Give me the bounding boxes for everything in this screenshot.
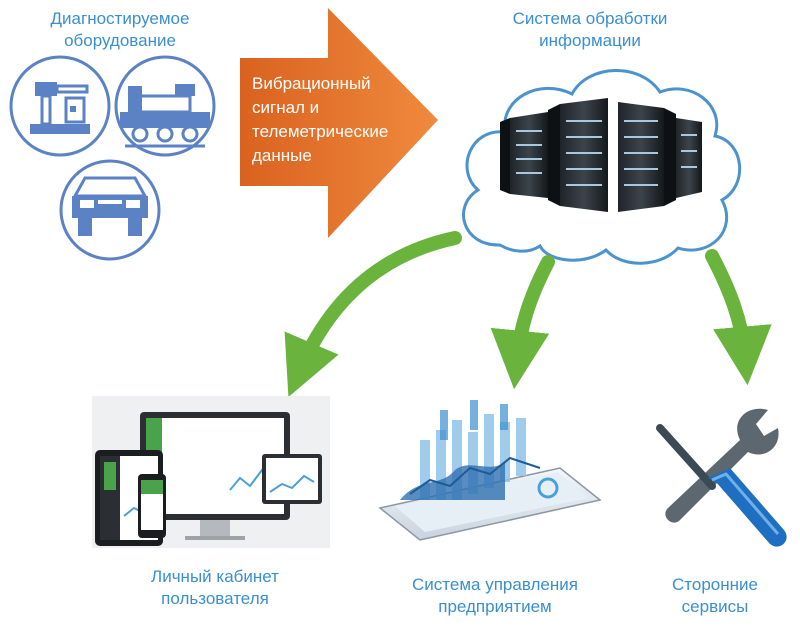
erp-title-line2: предприятием bbox=[438, 597, 552, 616]
truck-icon bbox=[59, 159, 161, 261]
signal-line2: сигнал и bbox=[252, 98, 320, 117]
arrow-to-cabinet bbox=[284, 231, 462, 398]
processing-title: Система обработки информации bbox=[490, 8, 690, 52]
cabinet-title-line1: Личный кабинет bbox=[151, 567, 279, 586]
machine-tool-icon bbox=[9, 55, 111, 157]
server-rack-icon bbox=[500, 98, 702, 212]
processing-title-line1: Система обработки bbox=[512, 9, 668, 28]
equipment-title-line2: оборудование bbox=[64, 31, 176, 50]
erp-title-line1: Система управления bbox=[412, 575, 578, 594]
signal-line4: данные bbox=[252, 146, 312, 165]
signal-arrow-text: Вибрационный сигнал и телеметрические да… bbox=[252, 72, 427, 168]
arrow-to-erp bbox=[490, 255, 555, 390]
tools-icon bbox=[656, 408, 787, 547]
processing-title-line2: информации bbox=[539, 31, 641, 50]
services-title-line1: Сторонние bbox=[672, 575, 758, 594]
cabinet-title: Личный кабинет пользователя bbox=[105, 566, 325, 610]
signal-line1: Вибрационный bbox=[252, 74, 371, 93]
services-title: Сторонние сервисы bbox=[635, 574, 795, 618]
equipment-title: Диагностируемое оборудование bbox=[30, 8, 210, 52]
signal-arrow bbox=[240, 8, 438, 238]
locomotive-icon bbox=[114, 55, 216, 157]
flow-arrows bbox=[284, 231, 772, 398]
erp-analytics-icon bbox=[378, 400, 602, 541]
arrow-to-services bbox=[705, 249, 772, 386]
services-title-line2: сервисы bbox=[681, 597, 749, 616]
erp-title: Система управления предприятием bbox=[385, 574, 605, 618]
equipment-title-line1: Диагностируемое bbox=[50, 9, 190, 28]
signal-line3: телеметрические bbox=[252, 122, 389, 141]
devices-icon bbox=[92, 396, 330, 548]
cabinet-title-line2: пользователя bbox=[161, 589, 269, 608]
